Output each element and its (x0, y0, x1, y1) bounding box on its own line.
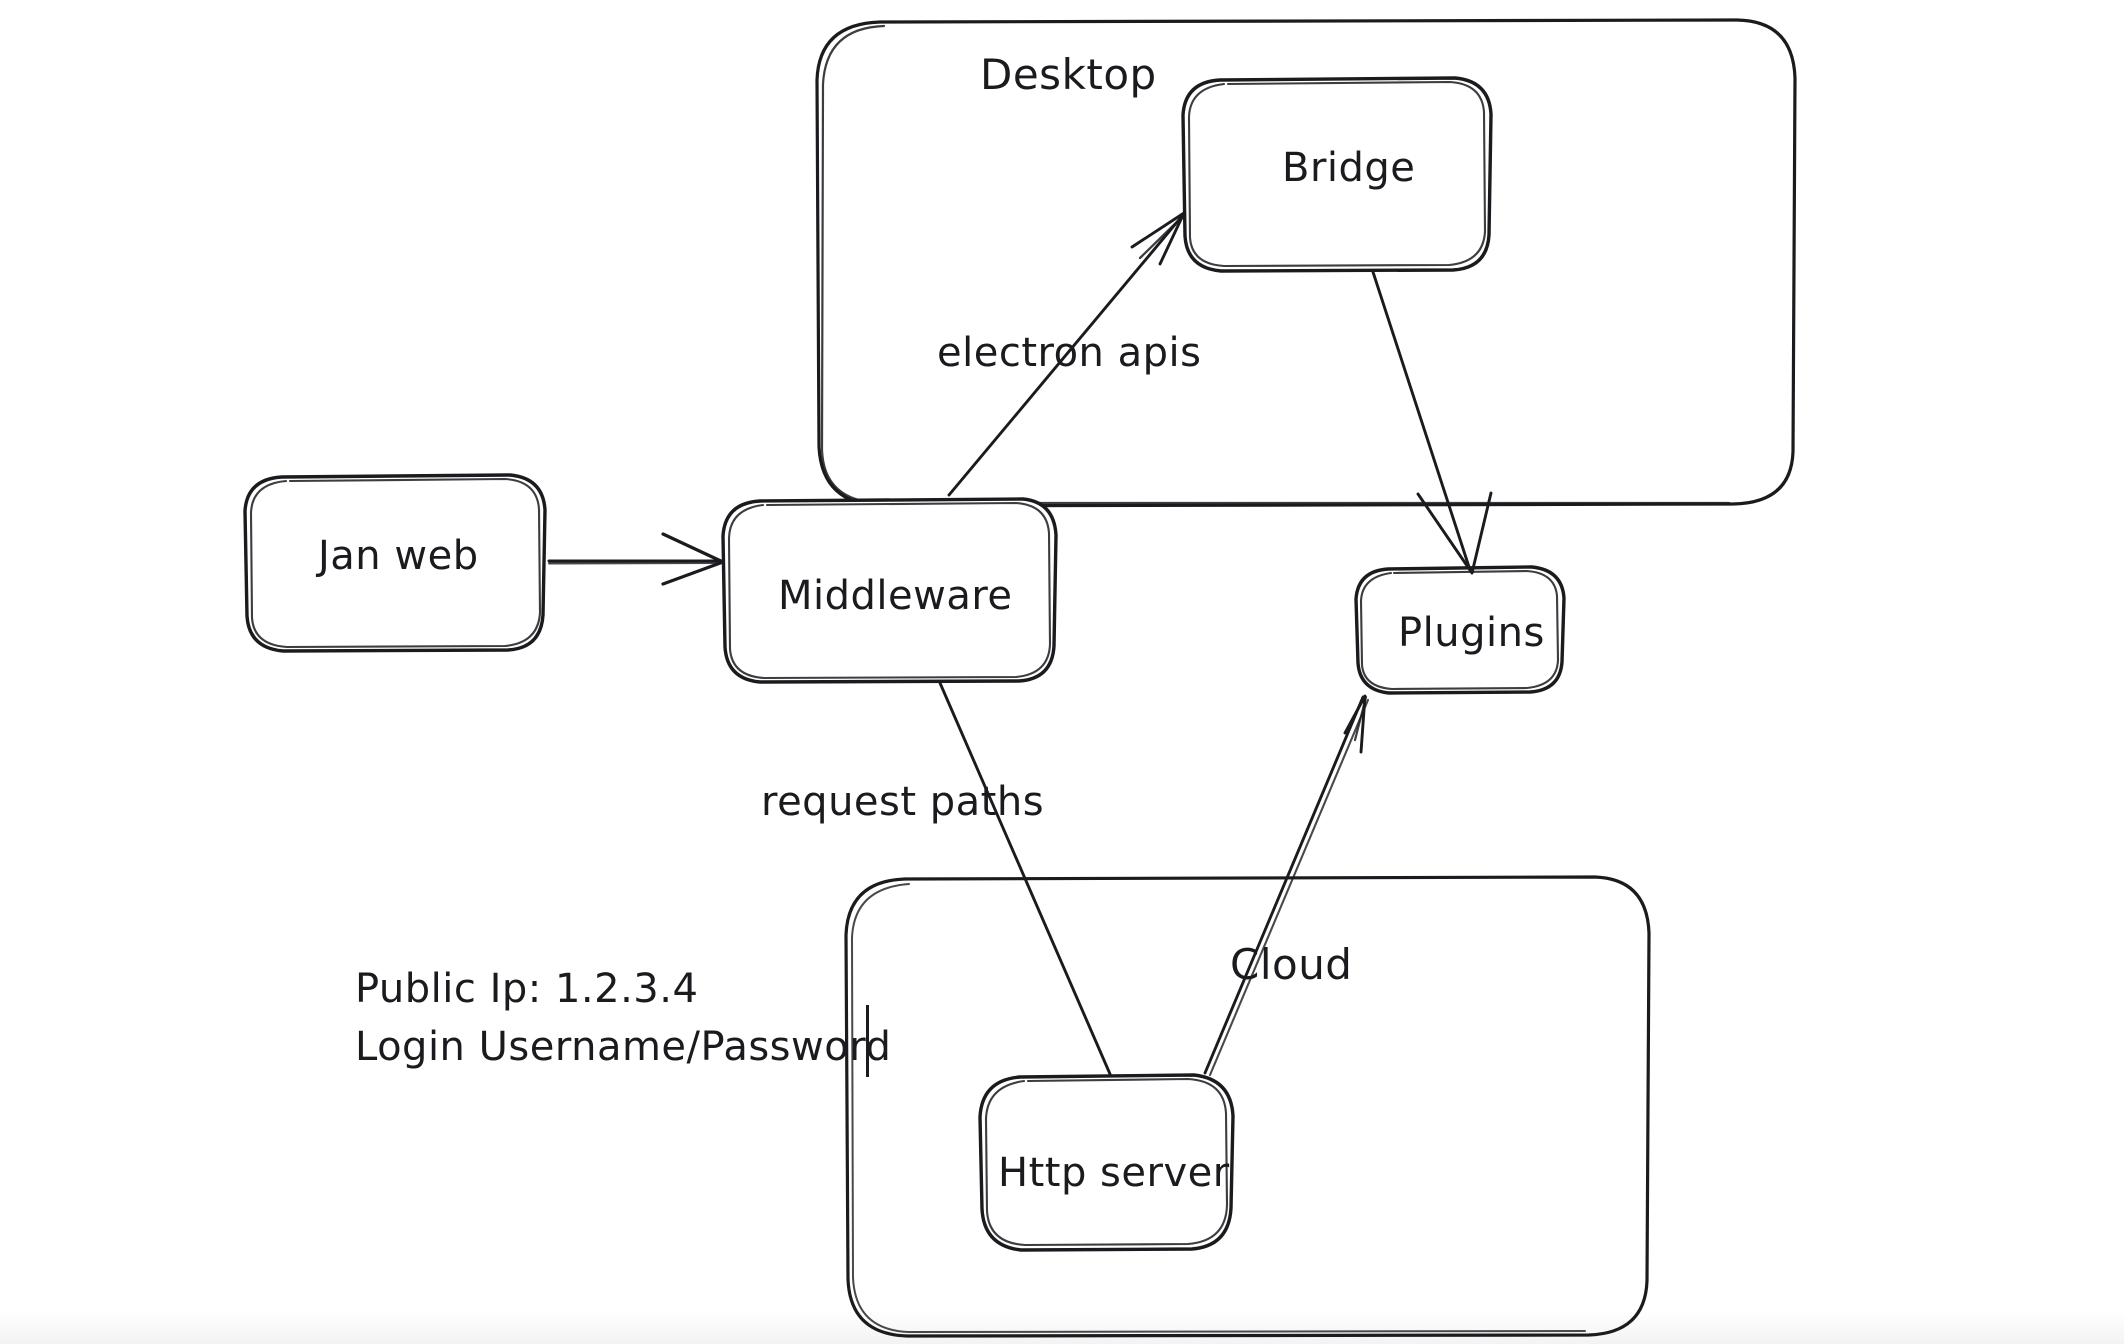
group-desktop-border (815, 18, 1797, 508)
group-cloud[interactable] (844, 875, 1651, 1338)
node-middleware-shape-2 (727, 501, 1052, 680)
edge-httpserver-to-plugins-arrowhead (1343, 694, 1367, 754)
node-bridge-shape-2 (1187, 80, 1487, 268)
edge-httpserver-to-plugins-arrowhead-2 (1353, 695, 1368, 742)
group-cloud-border-2 (850, 883, 1586, 1334)
node-jan-web-shape-2 (249, 477, 542, 649)
node-plugins-shape (1354, 565, 1566, 695)
edge-janweb-to-middleware[interactable] (547, 532, 725, 586)
group-desktop-label: Desktop (980, 50, 1157, 99)
node-plugins-shape-2 (1359, 569, 1560, 691)
group-cloud-border (844, 875, 1651, 1338)
node-http-server-label: Http server (998, 1150, 1230, 1196)
group-cloud-label: Cloud (1230, 940, 1353, 989)
edge-middleware-to-bridge-arrowhead (1130, 211, 1186, 266)
node-jan-web-label: Jan web (318, 533, 479, 579)
note-login-credentials[interactable]: Login Username/Password (355, 1024, 892, 1070)
node-middleware-shape (721, 497, 1058, 684)
note-public-ip[interactable]: Public Ip: 1.2.3.4 (355, 966, 699, 1012)
text-caret (866, 1005, 869, 1077)
node-http-server-shape (978, 1073, 1235, 1252)
edge-middleware-to-httpserver-line (938, 681, 1112, 1076)
edge-httpserver-to-plugins-line (1203, 695, 1365, 1075)
edge-label-electron-apis: electron apis (937, 330, 1202, 376)
edge-middleware-to-bridge[interactable] (947, 211, 1187, 497)
edge-httpserver-to-plugins[interactable] (1203, 694, 1370, 1077)
node-bridge-label: Bridge (1282, 145, 1416, 191)
edge-bridge-to-plugins-line (1371, 270, 1472, 572)
edge-bridge-to-plugins-arrowhead (1416, 491, 1493, 575)
node-plugins[interactable] (1354, 565, 1566, 695)
node-middleware-label: Middleware (778, 573, 1013, 619)
node-http-server[interactable] (978, 1073, 1235, 1252)
edge-janweb-to-middleware-arrowhead (661, 532, 725, 586)
node-plugins-label: Plugins (1398, 610, 1545, 656)
node-jan-web-shape (243, 473, 547, 653)
node-bridge[interactable] (1181, 76, 1493, 273)
node-jan-web[interactable] (243, 473, 547, 653)
edge-middleware-to-bridge-arrowhead-2 (1138, 212, 1187, 260)
edge-middleware-to-httpserver[interactable] (938, 681, 1112, 1076)
edge-httpserver-to-plugins-line-2 (1208, 698, 1370, 1077)
edge-bridge-to-plugins[interactable] (1371, 270, 1493, 575)
edge-label-request-paths: request paths (761, 779, 1045, 825)
edge-middleware-to-bridge-line (947, 213, 1185, 497)
node-http-server-shape-2 (984, 1077, 1229, 1247)
edge-janweb-to-middleware-line-2 (548, 562, 717, 565)
node-middleware[interactable] (721, 497, 1058, 684)
node-bridge-shape (1181, 76, 1493, 273)
